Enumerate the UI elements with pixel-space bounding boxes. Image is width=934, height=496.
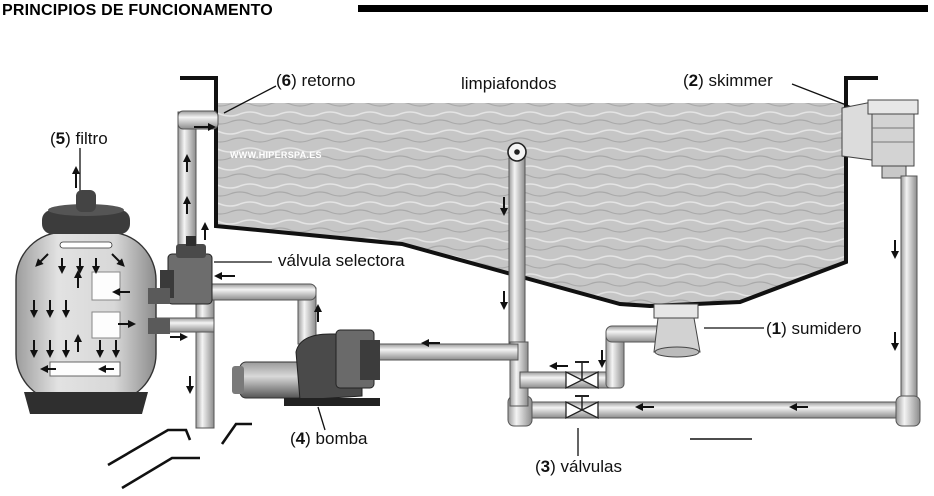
valvula-selectora-label: válvula selectora	[278, 251, 405, 270]
sumidero-label: (1) sumidero	[766, 319, 862, 338]
skimmer-pipe	[900, 175, 918, 415]
drain-channel	[107, 422, 252, 490]
retorno-label: (6) retorno	[276, 71, 356, 90]
valvulas-label: (3) válvulas	[535, 457, 622, 476]
retorno-leader	[223, 85, 277, 114]
pool-water	[216, 103, 846, 306]
skimmer-leader	[791, 83, 855, 109]
limpiafondos-label: limpiafondos	[461, 74, 557, 93]
pump-intake-pipe	[377, 343, 519, 361]
vacuum-pipe	[507, 142, 527, 354]
skimmer-unit	[841, 99, 919, 179]
valve-upper	[565, 361, 599, 390]
main-drain	[653, 303, 701, 358]
bomba-label: (4) bomba	[290, 429, 368, 448]
pool-wall	[180, 76, 878, 309]
selector-valve	[160, 236, 213, 305]
bomba-leader	[317, 406, 326, 431]
filtro-label: (5) filtro	[50, 129, 108, 148]
flow-arrows	[30, 123, 899, 411]
title-rule	[358, 5, 928, 12]
filter-tank	[15, 190, 170, 414]
pump	[232, 329, 380, 406]
valve-lower	[565, 395, 599, 420]
pump-outlet-pipe	[199, 283, 317, 345]
skimmer-label: (2) skimmer	[683, 71, 773, 90]
page-title: PRINCIPIOS DE FUNCIONAMENTO	[2, 2, 273, 19]
watermark: WWW.HIPERSPA.ES	[230, 150, 322, 160]
